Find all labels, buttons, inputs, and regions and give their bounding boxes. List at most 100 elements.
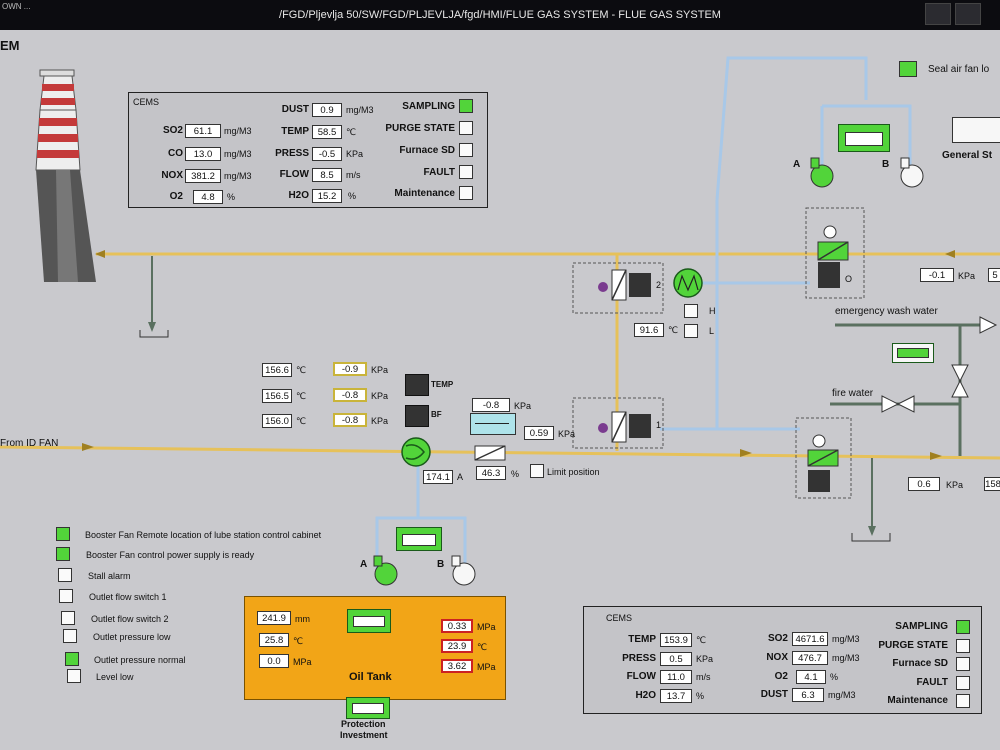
cems-unit: mg/M3 — [832, 634, 860, 644]
temp-unit: ℃ — [296, 416, 307, 426]
cems-value: 8.5 — [312, 168, 342, 182]
guide-vane-position: 46.3 — [476, 466, 506, 480]
cems-value: 4.8 — [193, 190, 223, 204]
furnace-sd-indicator — [956, 657, 970, 671]
cems-label: TEMP — [281, 126, 309, 137]
legend-indicator — [65, 652, 79, 666]
bf-indicator[interactable] — [405, 405, 429, 427]
purge-indicator — [956, 639, 970, 653]
oil-tank-control-icon[interactable] — [347, 609, 391, 633]
oil-supply-press-unit: MPa — [477, 622, 496, 632]
cems-label: FLOW — [279, 169, 309, 180]
seal-fan-status-label: Seal air fan lo — [928, 64, 990, 75]
cems-status-label: FAULT — [423, 167, 455, 178]
outlet-press-unit: KPa — [946, 480, 964, 490]
seal-fan-control-icon[interactable] — [838, 124, 890, 152]
gas-press-1: -0.9 — [333, 362, 367, 376]
general-status-label: General St — [942, 150, 993, 161]
seal-air-heater[interactable] — [673, 268, 703, 298]
seal-fan-b[interactable] — [900, 157, 924, 188]
cems-unit: ℃ — [696, 635, 707, 645]
cems-label: DUST — [281, 104, 309, 115]
protection-label: Protection — [341, 719, 386, 729]
gas-temp-3: 156.0 — [262, 414, 292, 428]
gas-temp-2: 156.5 — [262, 389, 292, 403]
legend-indicator — [56, 547, 70, 561]
page-tag: EM — [0, 38, 20, 53]
cems-status-label: FAULT — [916, 677, 948, 688]
general-status-icon[interactable] — [952, 117, 1000, 143]
damper-1[interactable] — [598, 411, 651, 443]
cems-label: H2O — [288, 190, 309, 201]
seal-air-press-2-value: 5 — [988, 268, 1000, 282]
oil-temp-value: 25.8 — [259, 633, 289, 647]
minimize-button[interactable] — [925, 3, 951, 25]
cems-label: TEMP — [628, 634, 656, 645]
lube-pump-b[interactable] — [451, 555, 476, 586]
limit-position-indicator — [530, 464, 544, 478]
oil-control-press-value: 3.62 — [441, 659, 473, 673]
temp-alarm-indicator[interactable] — [405, 374, 429, 396]
wash-water-valve[interactable] — [951, 364, 969, 398]
fire-water-label: fire water — [832, 388, 874, 399]
temp-alarm-label: TEMP — [431, 380, 454, 389]
dp-transmitter-icon — [470, 413, 516, 435]
damper-2[interactable] — [598, 269, 651, 301]
temp-unit: ℃ — [296, 365, 307, 375]
cems-label: O2 — [169, 191, 183, 202]
press-unit: KPa — [371, 391, 389, 401]
damper-seal-top[interactable] — [817, 225, 849, 288]
legend-indicator — [59, 589, 73, 603]
oil-tank-title: Oil Tank — [349, 671, 392, 683]
cems-label: SO2 — [162, 125, 183, 136]
legend-label: Level low — [96, 672, 134, 682]
maintenance-indicator — [956, 694, 970, 708]
lube-control-icon[interactable] — [396, 527, 442, 551]
oil-supply-press-value: 0.33 — [441, 619, 473, 633]
cems-unit: mg/M3 — [224, 149, 252, 159]
fire-water-valve[interactable] — [881, 395, 915, 413]
investment-label: Investment — [340, 730, 388, 740]
sampling-indicator — [459, 99, 473, 113]
level-high-label: H — [709, 306, 716, 316]
inlet-press-unit: KPa — [558, 429, 576, 439]
gas-press-2: -0.8 — [333, 388, 367, 402]
from-id-fan-label: From ID FAN — [0, 438, 59, 449]
cems-label: FLOW — [626, 671, 656, 682]
oil-level-value: 241.9 — [257, 611, 291, 625]
cems-label: NOX — [766, 652, 788, 663]
cems-label: O2 — [774, 671, 788, 682]
cems-panel-top: CEMS SO2 61.1 mg/M3 CO 13.0 mg/M3 NOX 38… — [128, 92, 488, 208]
seal-fan-a-label: A — [793, 159, 801, 170]
fan-current-value: 174.1 — [423, 470, 453, 484]
cems-value: 4.1 — [796, 670, 826, 684]
cems-value: 58.5 — [312, 125, 342, 139]
cems-unit: m/s — [346, 170, 361, 180]
chimney — [35, 69, 96, 282]
bf-label: BF — [431, 410, 442, 419]
lube-pump-a[interactable] — [373, 555, 398, 586]
seal-fan-a[interactable] — [810, 157, 834, 188]
legend-label: Booster Fan control power supply is read… — [86, 550, 255, 560]
gas-temp-1: 156.6 — [262, 363, 292, 377]
cems-title: CEMS — [133, 97, 160, 107]
cems-label: DUST — [760, 689, 788, 700]
cems-unit: % — [348, 191, 357, 201]
purge-indicator — [459, 121, 473, 135]
legend-label: Outlet flow switch 2 — [91, 614, 169, 624]
dp-value: -0.8 — [472, 398, 510, 412]
limit-position-label: Limit position — [547, 467, 600, 477]
protection-investment-button[interactable] — [346, 697, 390, 719]
seal-air-press-unit: KPa — [958, 271, 976, 281]
maximize-button[interactable] — [955, 3, 981, 25]
oil-tank-panel: 241.9 mm 25.8 ℃ 0.0 MPa Oil Tank 0.33 MP… — [244, 596, 506, 700]
damper-outlet-bottom[interactable] — [807, 434, 839, 492]
cems-status-label: SAMPLING — [895, 621, 948, 632]
press-unit: KPa — [371, 416, 389, 426]
wash-water-control-icon[interactable] — [892, 343, 934, 363]
cems-unit: mg/M3 — [224, 126, 252, 136]
booster-fan[interactable] — [401, 437, 431, 467]
cems-value: 15.2 — [312, 189, 342, 203]
cems-status-label: Maintenance — [394, 188, 455, 199]
cems-label: SO2 — [767, 633, 788, 644]
